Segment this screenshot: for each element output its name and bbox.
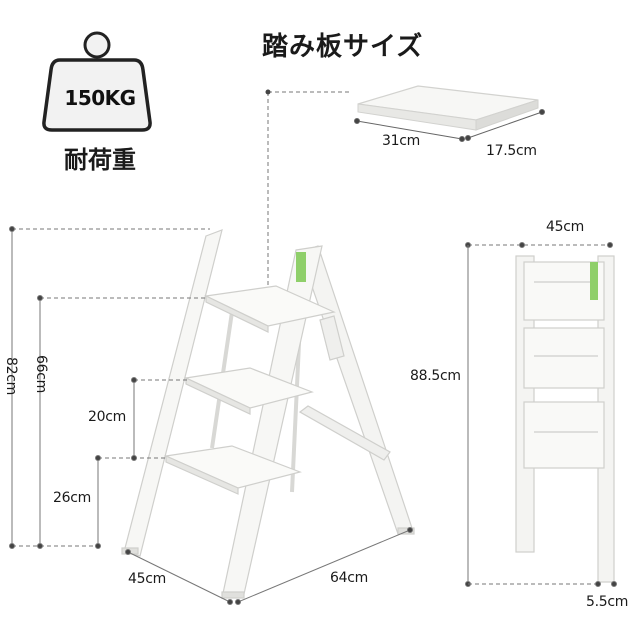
bottom-step-height-label: 26cm bbox=[53, 490, 91, 506]
tread-width-label: 31cm bbox=[382, 133, 420, 149]
page-title: 踏み板サイズ bbox=[262, 32, 424, 62]
folded-step-ladder bbox=[515, 255, 615, 583]
ladder-depth-label: 45cm bbox=[128, 571, 166, 587]
step-spacing-label: 20cm bbox=[88, 409, 126, 425]
load-capacity-value: 150KG bbox=[64, 86, 136, 110]
top-step-height-label: 66cm bbox=[33, 355, 49, 393]
total-height-label: 82cm bbox=[3, 357, 19, 395]
load-capacity-caption: 耐荷重 bbox=[64, 146, 136, 174]
tread-dimension-lines bbox=[354, 109, 545, 142]
folded-thickness-label: 5.5cm bbox=[586, 594, 629, 610]
folded-ladder-dimension-lines bbox=[465, 242, 617, 587]
tread-depth-label: 17.5cm bbox=[486, 143, 537, 159]
green-label-tag bbox=[296, 252, 306, 282]
ladder-width-label: 64cm bbox=[330, 570, 368, 586]
weight-icon bbox=[42, 31, 152, 132]
tread-board bbox=[357, 85, 539, 131]
leader-dot bbox=[265, 89, 271, 95]
tread-leader-line bbox=[267, 91, 352, 292]
folded-width-label: 45cm bbox=[546, 219, 584, 235]
open-step-ladder bbox=[121, 229, 415, 599]
open-ladder-dimension-lines bbox=[9, 226, 413, 605]
folded-height-label: 88.5cm bbox=[410, 368, 461, 384]
green-label-tag bbox=[590, 262, 598, 300]
